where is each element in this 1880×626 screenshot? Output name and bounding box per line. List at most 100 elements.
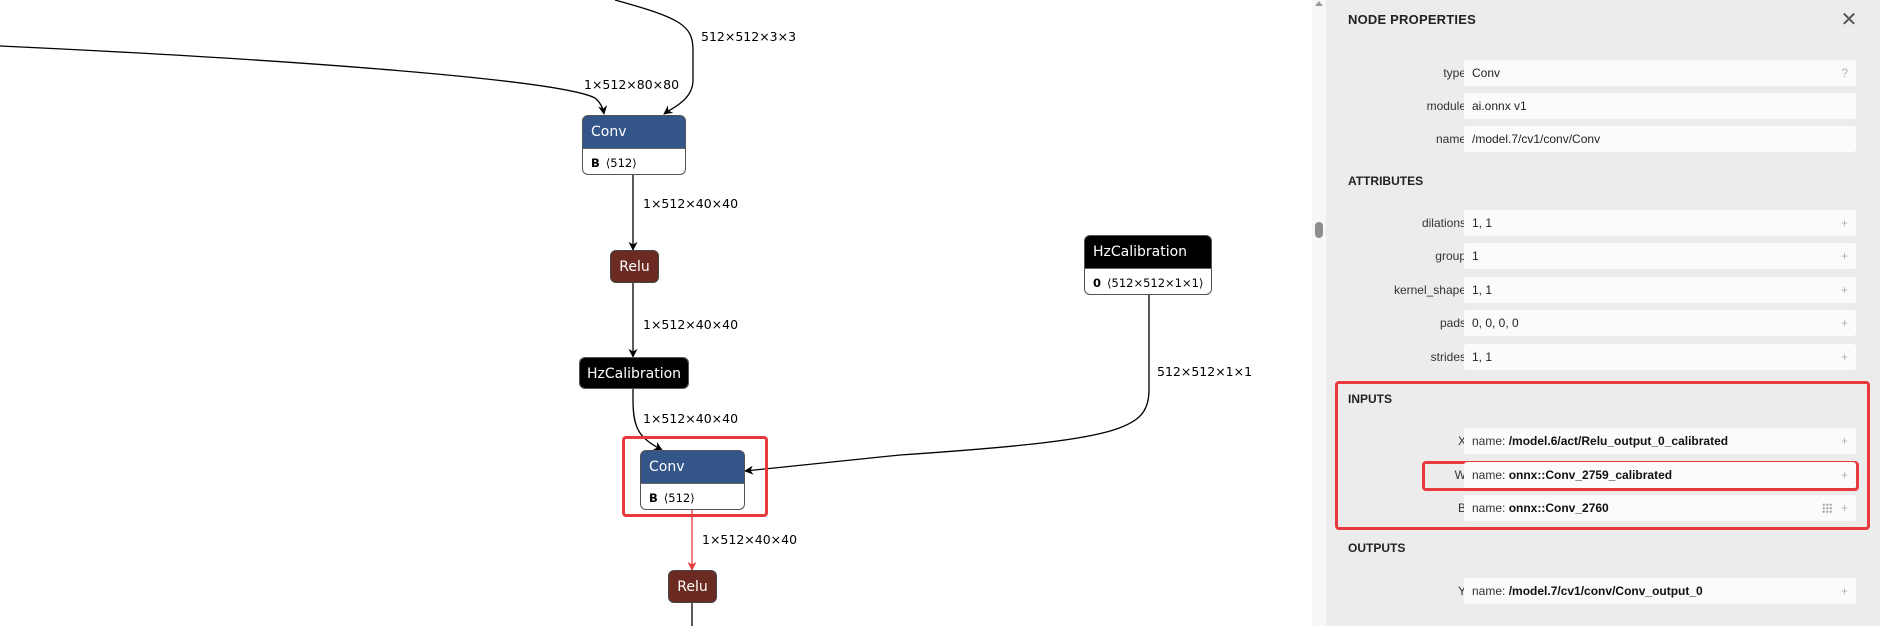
attribute-label: strides: [1430, 350, 1466, 364]
inputs-highlight: [1335, 381, 1870, 530]
value-name: onnx::Conv_2759_calibrated: [1508, 468, 1673, 482]
node-conv-top-op: Conv: [583, 116, 685, 148]
expand-icon[interactable]: +: [1840, 584, 1848, 598]
scroll-thumb[interactable]: [1315, 222, 1323, 238]
input-label: B: [1457, 501, 1466, 515]
expand-icon[interactable]: +: [1840, 216, 1848, 230]
param-key: 0: [1093, 275, 1102, 290]
attribute-row-kernel-shape: kernel_shape 1, 1 +: [1326, 277, 1856, 303]
attribute-row-dilations: dilations 1, 1 +: [1326, 210, 1856, 236]
expand-icon[interactable]: +: [1840, 468, 1848, 482]
graph-edges: 512×512×3×3 1×512×80×80 1×512×40×40 1×51…: [0, 0, 1252, 626]
attribute-row-group: group 1 +: [1326, 243, 1856, 269]
property-row-module: module ai.onnx v1: [1326, 93, 1856, 119]
input-value[interactable]: name: onnx::Conv_2760 +: [1464, 495, 1856, 521]
help-icon[interactable]: ?: [1841, 66, 1848, 80]
edge-input-top: [0, 45, 608, 115]
value-key: name:: [1472, 584, 1509, 598]
value-text: Conv: [1472, 66, 1501, 80]
node-hzcal-weight-param: 0 ⟨512×512×1×1⟩: [1085, 268, 1211, 294]
value-text: 1, 1: [1472, 350, 1493, 364]
attribute-value[interactable]: 1 +: [1464, 243, 1856, 269]
input-label: W: [1454, 468, 1466, 482]
property-row-type: type Conv ?: [1326, 60, 1856, 86]
node-conv-selected-param: B ⟨512⟩: [641, 483, 744, 509]
attribute-label: dilations: [1421, 216, 1466, 230]
value-key: name:: [1472, 501, 1509, 515]
node-hzcalibration-act[interactable]: HzCalibration: [579, 357, 689, 389]
edge-hzcal-conv: [632, 389, 663, 451]
attribute-label: group: [1435, 249, 1466, 263]
expand-icon[interactable]: +: [1840, 249, 1848, 263]
scroll-up-arrow-icon[interactable]: [1315, 1, 1323, 6]
node-hzcalibration-weight[interactable]: HzCalibration 0 ⟨512×512×1×1⟩: [1084, 235, 1212, 295]
input-row-x: X name: /model.6/act/Relu_output_0_calib…: [1326, 428, 1856, 454]
value-text: /model.7/cv1/conv/Conv: [1472, 132, 1601, 146]
input-value[interactable]: name: /model.6/act/Relu_output_0_calibra…: [1464, 428, 1856, 454]
param-shape: ⟨512⟩: [663, 490, 695, 505]
value-text: 1, 1: [1472, 283, 1493, 297]
panel-scrollbar[interactable]: [1312, 0, 1326, 626]
property-value[interactable]: /model.7/cv1/conv/Conv: [1464, 126, 1856, 152]
input-row-w: W name: onnx::Conv_2759_calibrated +: [1326, 462, 1856, 488]
close-icon[interactable]: ✕: [1840, 9, 1858, 31]
edge-weight-top: [614, 0, 694, 115]
param-shape: ⟨512×512×1×1⟩: [1107, 275, 1204, 290]
attribute-row-strides: strides 1, 1 +: [1326, 344, 1856, 370]
expand-icon[interactable]: +: [1840, 283, 1848, 297]
property-value[interactable]: ai.onnx v1: [1464, 93, 1856, 119]
attributes-title: ATTRIBUTES: [1348, 174, 1424, 188]
node-relu-2[interactable]: Relu: [668, 570, 717, 603]
graph-canvas[interactable]: 512×512×3×3 1×512×80×80 1×512×40×40 1×51…: [0, 0, 1326, 626]
edge-label-weight-conv: 512×512×1×1: [1157, 364, 1252, 379]
value-text: 1: [1472, 249, 1479, 263]
property-value[interactable]: Conv ?: [1464, 60, 1856, 86]
value-key: name:: [1472, 468, 1509, 482]
node-conv-selected[interactable]: Conv B ⟨512⟩: [640, 450, 745, 510]
attribute-row-pads: pads 0, 0, 0, 0 +: [1326, 310, 1856, 336]
output-label: Y: [1457, 584, 1466, 598]
attribute-value[interactable]: 0, 0, 0, 0 +: [1464, 310, 1856, 336]
outputs-title: OUTPUTS: [1348, 541, 1406, 555]
expand-icon[interactable]: +: [1840, 501, 1848, 515]
edge-label-weight-top: 512×512×3×3: [701, 29, 796, 44]
param-key: B: [591, 155, 600, 170]
input-label: X: [1457, 434, 1466, 448]
output-value[interactable]: name: /model.7/cv1/conv/Conv_output_0 +: [1464, 578, 1856, 604]
value-text: 0, 0, 0, 0: [1472, 316, 1519, 330]
expand-icon[interactable]: +: [1840, 434, 1848, 448]
input-row-b: B name: onnx::Conv_2760 +: [1326, 495, 1856, 521]
node-conv-top[interactable]: Conv B ⟨512⟩: [582, 115, 686, 175]
node-properties-panel: NODE PROPERTIES ✕ type Conv ? module ai.…: [1326, 0, 1880, 626]
edge-label-input-top: 1×512×80×80: [584, 77, 679, 92]
node-conv-top-param: B ⟨512⟩: [583, 148, 685, 174]
param-key: B: [649, 490, 658, 505]
value-name: onnx::Conv_2760: [1508, 501, 1609, 515]
inputs-title: INPUTS: [1348, 392, 1393, 406]
edge-label-conv-relu-selected: 1×512×40×40: [702, 532, 797, 547]
output-row-y: Y name: /model.7/cv1/conv/Conv_output_0 …: [1326, 578, 1856, 604]
property-label: module: [1426, 99, 1466, 113]
attribute-value[interactable]: 1, 1 +: [1464, 210, 1856, 236]
value-text: 1, 1: [1472, 216, 1493, 230]
edge-label-relu-hzcal: 1×512×40×40: [643, 317, 738, 332]
expand-icon[interactable]: +: [1840, 316, 1848, 330]
property-label: type: [1443, 66, 1466, 80]
expand-icon[interactable]: +: [1840, 350, 1848, 364]
selected-node-highlight: [622, 436, 768, 517]
node-hzcal-weight-op: HzCalibration: [1085, 236, 1211, 268]
input-value[interactable]: name: onnx::Conv_2759_calibrated +: [1464, 462, 1856, 488]
attribute-label: kernel_shape: [1393, 283, 1466, 297]
attribute-value[interactable]: 1, 1 +: [1464, 344, 1856, 370]
property-label: name: [1435, 132, 1466, 146]
attribute-value[interactable]: 1, 1 +: [1464, 277, 1856, 303]
node-relu-2-op: Relu: [677, 578, 708, 595]
param-shape: ⟨512⟩: [605, 155, 637, 170]
value-name: /model.6/act/Relu_output_0_calibrated: [1508, 434, 1729, 448]
node-relu-1[interactable]: Relu: [610, 250, 659, 283]
attribute-label: pads: [1439, 316, 1466, 330]
panel-title: NODE PROPERTIES: [1348, 12, 1476, 27]
grid-dots-icon[interactable]: [1822, 503, 1832, 513]
value-text: ai.onnx v1: [1472, 99, 1527, 113]
property-row-name: name /model.7/cv1/conv/Conv: [1326, 126, 1856, 152]
